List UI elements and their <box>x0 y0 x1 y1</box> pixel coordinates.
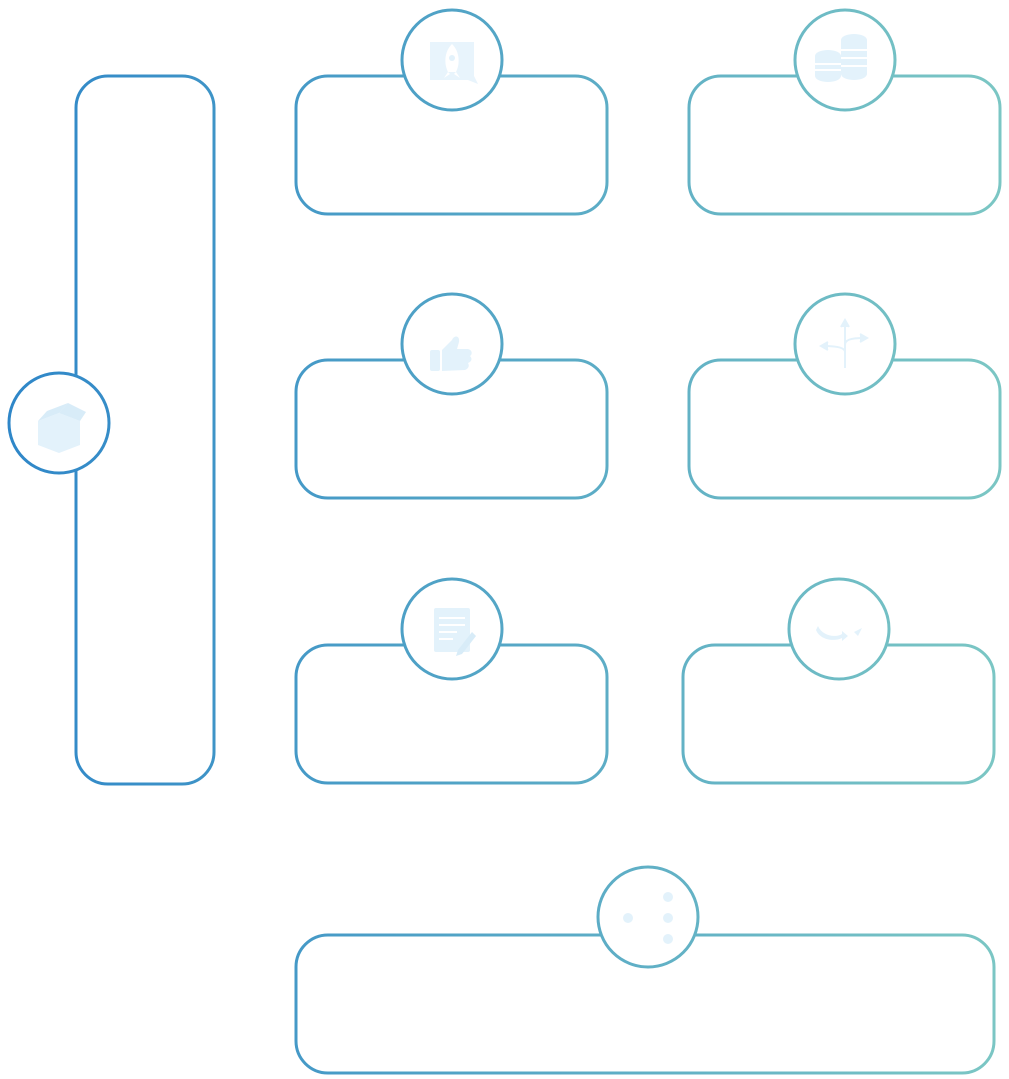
card-7-badge <box>596 865 700 969</box>
cycle-arrows-icon <box>816 626 862 641</box>
card-6-badge <box>787 577 891 681</box>
card-2 <box>687 8 1002 216</box>
thumbs-up-icon <box>430 336 472 371</box>
card-3 <box>294 292 609 500</box>
card-6 <box>681 577 996 785</box>
card-7 <box>294 865 996 1075</box>
clipboard-pencil-icon <box>434 608 476 656</box>
dots-icon <box>623 892 673 944</box>
direction-arrows-icon <box>818 317 870 368</box>
card-4 <box>687 292 1002 500</box>
open-box-icon <box>38 403 86 453</box>
main-panel <box>7 74 216 786</box>
coin-stack-icon <box>815 34 867 82</box>
card-1 <box>294 8 609 216</box>
card-5 <box>294 577 609 785</box>
rocket-launch-icon <box>430 42 478 84</box>
